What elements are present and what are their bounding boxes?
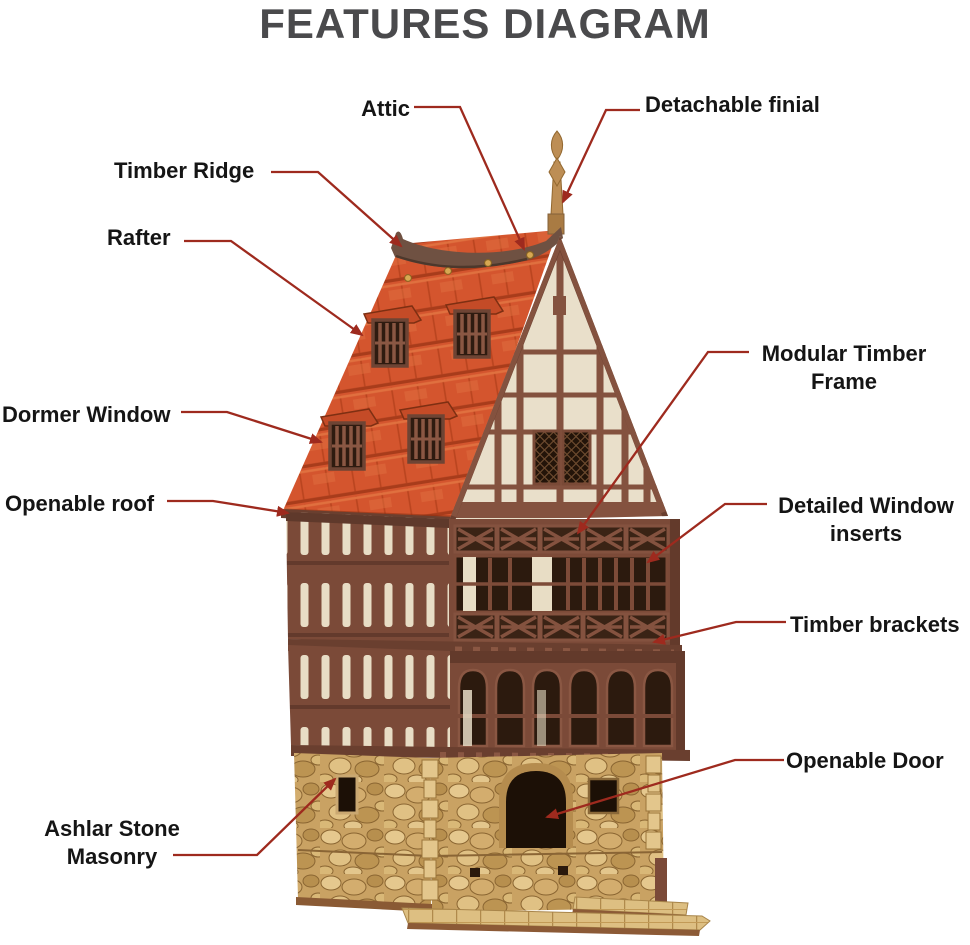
leader-openable-roof — [167, 499, 290, 517]
lower-floor-side-wall — [288, 645, 450, 750]
stone-side-wall — [294, 753, 431, 905]
detailed-window-inserts-row — [453, 554, 669, 614]
ashlar-stone-base — [294, 753, 667, 912]
leader-dormer-window — [181, 410, 323, 444]
lower-floor — [288, 645, 685, 750]
label-detachable-finial: Detachable finial — [645, 92, 820, 117]
leader-modular-timber-frame — [576, 350, 749, 535]
label-detailed-window-inserts: Detailed Window inserts — [778, 493, 954, 546]
leader-ashlar-stone-masonry — [173, 777, 337, 857]
leader-openable-door — [545, 758, 784, 820]
base-board — [296, 897, 432, 912]
page-title: FEATURES DIAGRAM — [259, 0, 711, 47]
stone-course-seam — [297, 849, 663, 857]
label-openable-roof: Openable roof — [5, 491, 155, 516]
leader-detailed-window-inserts — [646, 502, 767, 564]
attic-lattice-window — [532, 429, 592, 486]
corner-quoins — [421, 755, 662, 901]
upper-floor — [286, 512, 680, 645]
label-rafter: Rafter — [107, 225, 171, 250]
leader-timber-brackets — [652, 620, 786, 645]
upper-floor-side-wall — [286, 512, 449, 645]
leader-attic — [414, 105, 526, 251]
label-ashlar-stone-masonry: Ashlar Stone Masonry — [44, 816, 180, 869]
label-attic: Attic — [361, 96, 410, 121]
label-timber-ridge: Timber Ridge — [114, 158, 255, 183]
leader-rafter — [184, 239, 364, 337]
ridge-rivets — [404, 251, 534, 282]
label-timber-brackets: Timber brackets — [790, 612, 960, 637]
stone-side-window — [335, 774, 359, 815]
label-openable-door: Openable Door — [786, 748, 944, 773]
label-dormer-window: Dormer Window — [2, 402, 171, 427]
openable-door-arch[interactable] — [499, 763, 573, 848]
timber-ridge-cap — [391, 227, 563, 282]
walkway — [401, 896, 711, 936]
label-modular-timber-frame: Modular Timber Frame — [761, 341, 927, 394]
leader-detachable-finial — [561, 108, 640, 204]
timber-brackets-arcade — [450, 651, 684, 748]
leader-timber-ridge — [271, 170, 403, 248]
